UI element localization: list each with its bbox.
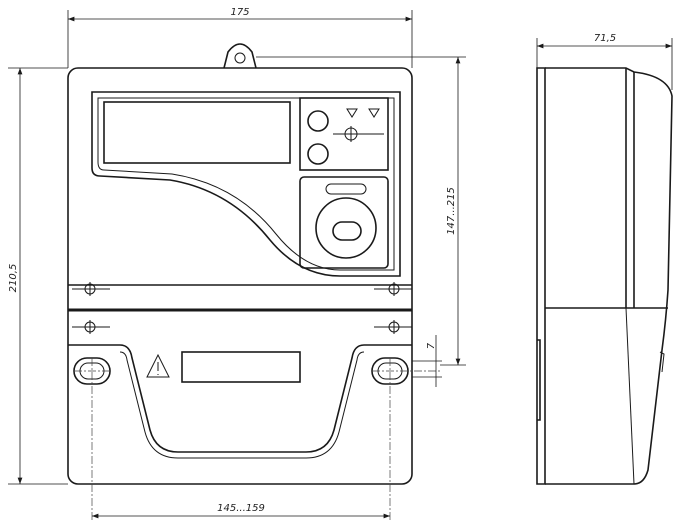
front-panel (91, 91, 401, 277)
screw-crosshair-icon (72, 282, 412, 334)
rotary-dial (315, 197, 377, 259)
warning-icon (146, 353, 170, 378)
lcd-display-window (103, 101, 291, 164)
dim-mount-spacing-label: 145...159 (217, 503, 265, 514)
mounting-hole (73, 357, 409, 385)
terminal-label-window (181, 351, 301, 383)
hanger-loop (223, 43, 257, 69)
button-panel (299, 97, 389, 171)
dim-width-label: 175 (230, 7, 249, 18)
seal-panel (299, 176, 389, 269)
dimension-lines: 175 210,5 147...215 7 145...159 71,5 (8, 7, 673, 519)
button-icon (307, 110, 329, 132)
dim-height-label: 210,5 (8, 264, 19, 293)
dim-hole-offset-label: 7 (426, 342, 437, 349)
led-triangle-icon (346, 108, 380, 118)
meter-body (67, 67, 413, 485)
dim-mount-height-label: 147...215 (446, 187, 457, 235)
side-view (536, 67, 673, 485)
dim-depth-label: 71,5 (594, 33, 616, 44)
front-view (67, 43, 440, 520)
crosshair-icon (333, 126, 384, 142)
button-icon (307, 143, 329, 165)
terminal-cover (68, 344, 412, 453)
